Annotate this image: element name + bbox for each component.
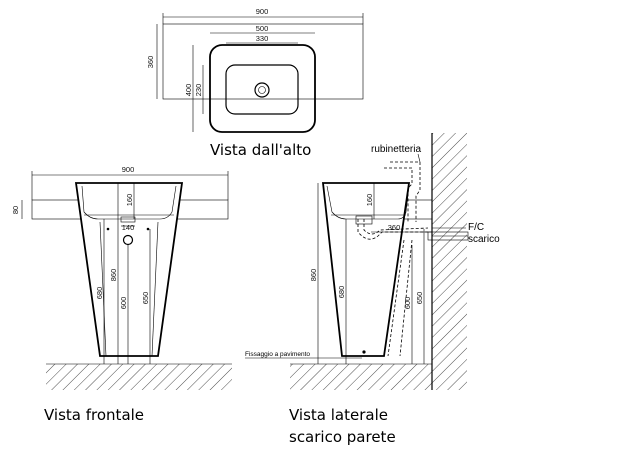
- side-view: rubinetteria F/C scarico Fissaggio a pav…: [245, 133, 500, 446]
- dim-front-900: 900: [122, 165, 135, 174]
- dim-front-860: 860: [109, 269, 118, 282]
- dim-top-900: 900: [256, 7, 269, 16]
- dim-front-140: 140: [122, 223, 135, 232]
- top-view-counter: [162, 23, 364, 100]
- dim-side-680: 680: [337, 286, 346, 299]
- caption-front-view: Vista frontale: [44, 406, 144, 424]
- dim-front-680: 680: [95, 287, 104, 300]
- caption-top-view: Vista dall'alto: [210, 141, 311, 159]
- dim-top-330: 330: [256, 34, 269, 43]
- dim-side-600: 600: [403, 297, 412, 310]
- front-view-pedestal: [74, 182, 184, 357]
- side-wall-hatch: [432, 133, 467, 390]
- label-taps: rubinetteria: [371, 144, 421, 155]
- caption-side-view-line1: Vista laterale: [289, 406, 388, 424]
- dim-side-650: 650: [415, 292, 424, 305]
- top-view-bowl-inner: [225, 64, 299, 115]
- dim-top-400: 400: [184, 84, 193, 97]
- dim-side-360: 360: [388, 223, 401, 232]
- dim-top-500: 500: [256, 24, 269, 33]
- dim-top-360: 360: [146, 56, 155, 69]
- waste-outlet-icon: [122, 234, 134, 246]
- top-view: 900 500 330 360 400 230 Vista dall'alto: [146, 7, 364, 159]
- dim-front-80: 80: [11, 206, 20, 214]
- caption-side-view-line2: scarico parete: [289, 428, 396, 446]
- dim-front-600: 600: [119, 297, 128, 310]
- label-fc: F/C: [468, 222, 484, 233]
- label-drain: scarico: [468, 234, 500, 245]
- top-view-basin-outer: [209, 44, 316, 133]
- drain-icon: [254, 82, 270, 98]
- dim-front-650: 650: [141, 292, 150, 305]
- side-view-pedestal: [321, 182, 411, 357]
- dim-side-160: 160: [365, 194, 374, 207]
- label-floor-fixing: Fissaggio a pavimento: [245, 351, 310, 358]
- front-view: 900 80 160 140 860 680 600 650 Vista fro…: [11, 165, 232, 424]
- dim-top-230: 230: [194, 84, 203, 97]
- dim-side-860: 860: [309, 269, 318, 282]
- dim-front-160: 160: [125, 194, 134, 207]
